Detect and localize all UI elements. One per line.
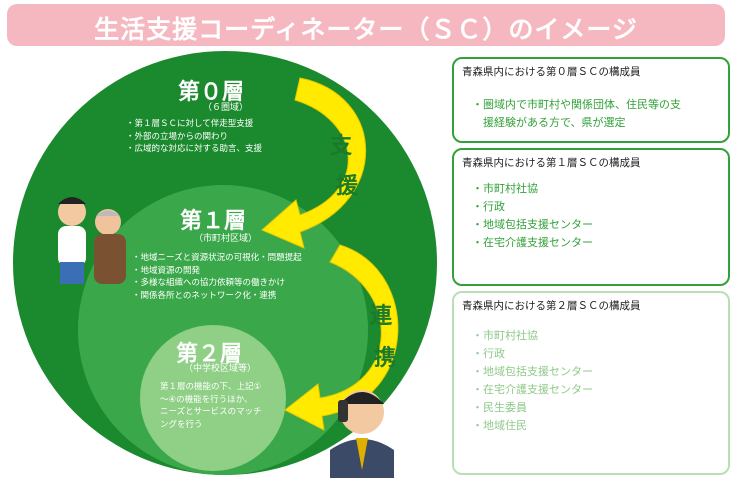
list-item: ・行政 [472, 347, 505, 360]
list-item: ・民生委員 [472, 401, 527, 414]
caregiver-elderly-icon [58, 197, 126, 284]
list-item: ・市町村社協 [472, 329, 538, 342]
member-list: ・市町村社協 ・行政 ・地域包括支援センター ・在宅介護支援センター [472, 180, 593, 252]
list-item: ・在宅介護支援センター [472, 383, 593, 396]
layer2-title: 第２層 [176, 342, 243, 367]
layer2-subtitle: （中学校区域等） [184, 364, 257, 374]
layer0-title: 第０層 [178, 80, 245, 105]
cooperation-arrow [284, 244, 399, 431]
list-item: ・行政 [472, 200, 505, 213]
panel-layer0-members: 青森県内における第０層ＳＣの構成員 ・圏域内で市町村や関係団体、住民等の支 援経… [452, 57, 730, 143]
cooperation-label-1: 連 [370, 304, 393, 329]
page-title: 生活支援コーディネーター（ＳＣ）のイメージ [94, 15, 638, 44]
bullet-item: ・地域ニーズと資源状況の可視化・問題提起 [132, 253, 302, 263]
description-line: 第１層の機能の下、上記① [160, 382, 262, 392]
description-line: ～④の機能を行うほか、 [160, 394, 253, 405]
description-line: ングを行う [160, 419, 203, 430]
panel-title: 青森県内における第２層ＳＣの構成員 [462, 300, 641, 312]
cooperation-label-2: 携 [374, 346, 397, 371]
panel-layer1-members: 青森県内における第１層ＳＣの構成員 ・市町村社協 ・行政 ・地域包括支援センター… [452, 148, 730, 286]
layer1-bullets: ・地域ニーズと資源状況の可視化・問題提起 ・地域資源の開発 ・多様な組織への協力… [132, 252, 302, 302]
bullet-item: ・関係各所とのネットワーク化・連携 [132, 290, 277, 301]
title-banner: 生活支援コーディネーター（ＳＣ）のイメージ [7, 4, 725, 46]
member-list: ・市町村社協 ・行政 ・地域包括支援センター ・在宅介護支援センター ・民生委員… [472, 327, 593, 435]
panel-title: 青森県内における第０層ＳＣの構成員 [462, 66, 641, 78]
list-item: ・在宅介護支援センター [472, 236, 593, 249]
layer2-description: 第１層の機能の下、上記① ～④の機能を行うほか、 ニーズとサービスのマッチ ング… [160, 381, 262, 431]
list-item: ・地域包括支援センター [472, 218, 593, 231]
list-item: ・地域住民 [472, 419, 527, 432]
list-item: ・圏域内で市町村や関係団体、住民等の支 [472, 98, 681, 111]
member-list: ・圏域内で市町村や関係団体、住民等の支 援経験がある方で、県が選定 [472, 96, 681, 132]
list-item: 援経験がある方で、県が選定 [472, 116, 626, 129]
bullet-item: ・第１層ＳＣに対して伴走型支援 [126, 119, 254, 129]
layer1-title: 第１層 [180, 209, 247, 234]
bullet-item: ・外部の立場からの関わり [126, 131, 229, 142]
support-label-1: 支 [330, 134, 353, 159]
layer1-subtitle: （市町村区域） [194, 234, 258, 244]
description-line: ニーズとサービスのマッチ [160, 407, 262, 417]
phone-businessman-icon [330, 390, 394, 478]
inner-circle-layer2 [140, 325, 286, 471]
panel-layer2-members: 青森県内における第２層ＳＣの構成員 ・市町村社協 ・行政 ・地域包括支援センター… [452, 291, 730, 475]
bullet-item: ・広域的な対応に対する助言、支援 [126, 144, 263, 154]
list-item: ・地域包括支援センター [472, 365, 593, 378]
bullet-item: ・多様な組織への協力依頼等の働きかけ [132, 278, 286, 288]
support-label-2: 援 [336, 174, 359, 199]
layer0-subtitle: （６圏域） [203, 103, 249, 113]
bullet-item: ・地域資源の開発 [132, 265, 201, 276]
layer0-bullets: ・第１層ＳＣに対して伴走型支援 ・外部の立場からの関わり ・広域的な対応に対する… [126, 118, 262, 156]
list-item: ・市町村社協 [472, 182, 538, 195]
support-arrow [261, 77, 367, 249]
panel-title: 青森県内における第１層ＳＣの構成員 [462, 157, 641, 169]
